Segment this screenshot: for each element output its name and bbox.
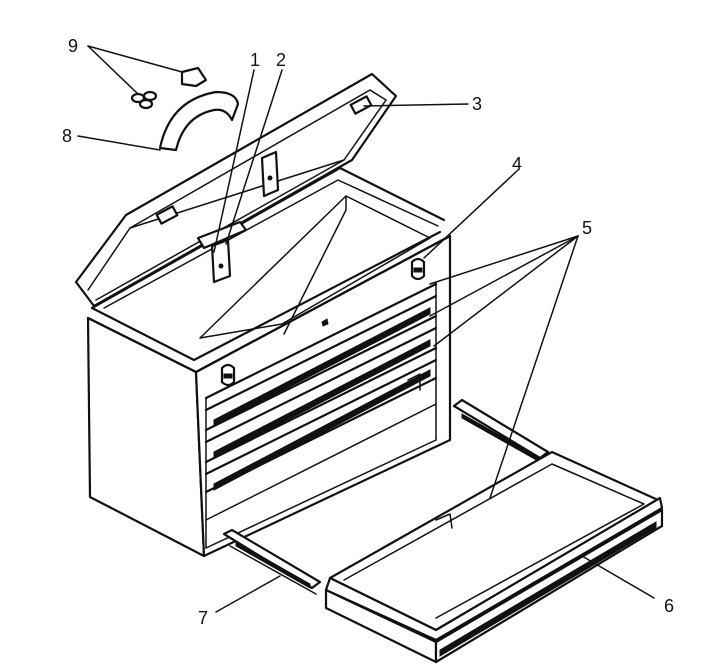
callout-7: 7 [198,608,208,628]
drawer-slide-left [222,528,322,595]
callout-9: 9 [68,36,78,56]
callout-1: 1 [250,50,260,70]
drawer-slide-right [452,398,550,463]
lid-latch [260,150,280,198]
leader-lines [77,45,655,613]
hasp-latch [196,220,248,284]
lock-screws [130,90,158,110]
side-lock-right [410,257,426,281]
open-lid [74,72,398,308]
carry-handle [158,90,240,152]
lock-clip [180,66,208,88]
drawer-stack [204,282,438,549]
callout-3: 3 [472,94,482,114]
callout-labels: 9 8 1 2 3 4 5 6 7 [62,36,674,628]
callout-6: 6 [664,596,674,616]
pulled-out-drawer [324,450,664,664]
callout-2: 2 [276,50,286,70]
callout-8: 8 [62,126,72,146]
callout-5: 5 [582,218,592,238]
callout-4: 4 [512,154,522,174]
side-lock-left [220,363,236,387]
